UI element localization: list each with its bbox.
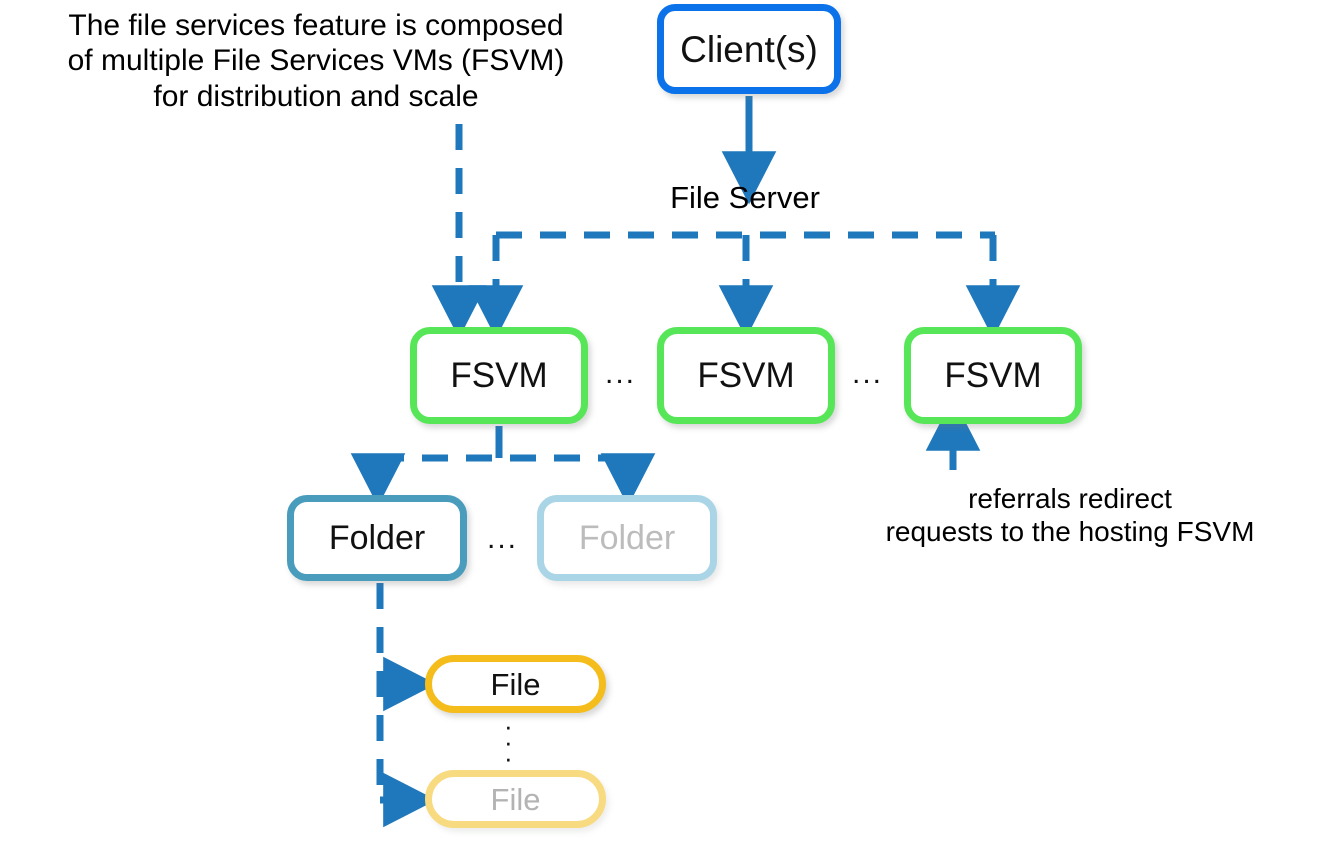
vertical-ellipsis-dot-3: · <box>504 743 515 774</box>
caption-file-services-note: The file services feature is composed of… <box>67 9 565 113</box>
node-client-label: Client(s) <box>680 28 818 70</box>
vertical-ellipsis-between-files: · · · <box>504 711 515 774</box>
ellipsis-between-folders: ... <box>487 522 519 555</box>
node-folder-2-label: Folder <box>578 519 676 557</box>
node-client[interactable]: Client(s) <box>657 4 841 94</box>
node-file-2: File <box>425 770 606 828</box>
vertical-ellipsis-dot-2: · <box>504 727 515 758</box>
vertical-ellipsis-dot-1: · <box>504 711 515 741</box>
node-folder-2: Folder <box>537 495 717 581</box>
node-folder-1[interactable]: Folder <box>287 495 467 581</box>
node-fsvm-3[interactable]: FSVM <box>904 327 1082 424</box>
ellipsis-between-fsvm-2-and-3: ... <box>852 357 884 390</box>
node-fsvm-2[interactable]: FSVM <box>657 327 835 424</box>
node-file-1-label: File <box>490 666 541 702</box>
caption-referral-note: referrals redirect requests to the hosti… <box>885 483 1255 548</box>
node-fsvm-1[interactable]: FSVM <box>410 327 588 424</box>
node-fsvm-2-label: FSVM <box>697 356 795 395</box>
node-folder-1-label: Folder <box>328 519 426 557</box>
label-file-server: File Server <box>670 180 820 215</box>
ellipsis-between-fsvm-1-and-2: ... <box>605 357 637 390</box>
node-file-2-label: File <box>490 781 541 817</box>
node-fsvm-3-label: FSVM <box>944 356 1042 395</box>
node-file-1[interactable]: File <box>425 655 606 713</box>
node-fsvm-1-label: FSVM <box>450 356 548 395</box>
